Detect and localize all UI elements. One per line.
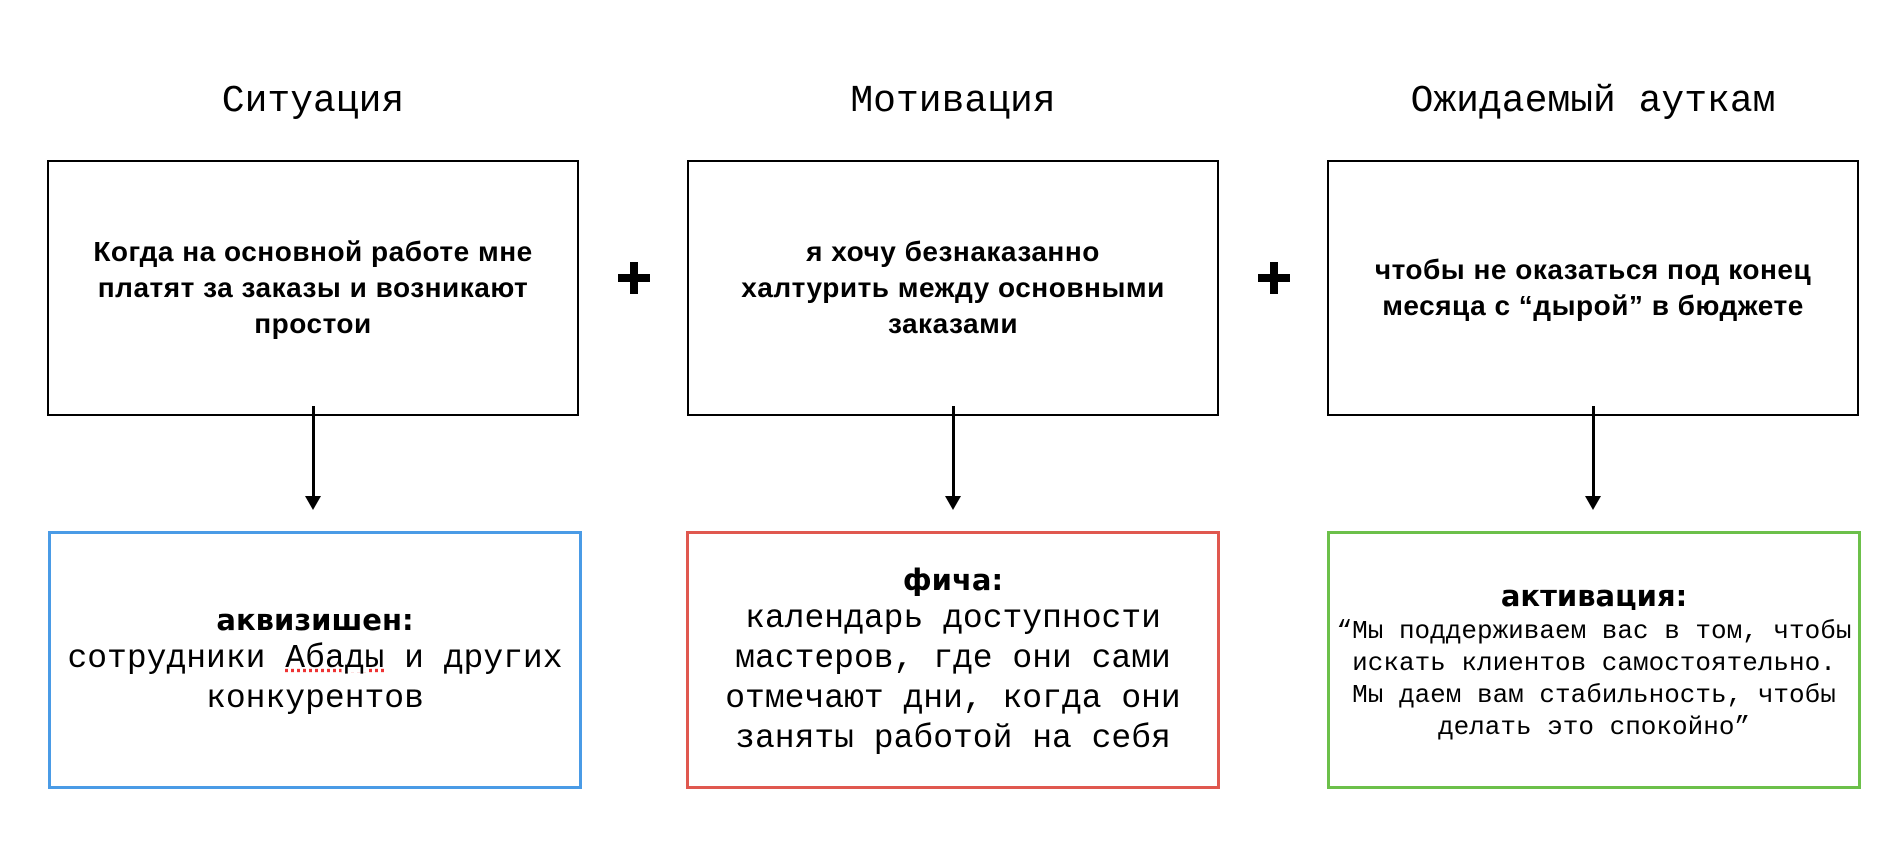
column-title-situation: Ситуация <box>221 80 405 123</box>
activation-text: “Мы поддерживаем вас в том, чтобы искать… <box>1336 616 1852 742</box>
motivation-box: я хочу безнаказанно халтурить между осно… <box>687 160 1219 416</box>
plus-icon <box>614 258 654 298</box>
column-title-motivation: Мотивация <box>850 80 1056 123</box>
arrow-head <box>1585 496 1601 510</box>
outcome-box: чтобы не оказаться под конец месяца с “д… <box>1327 160 1859 416</box>
motivation-text: я хочу безнаказанно халтурить между осно… <box>741 236 1165 339</box>
acquisition-box: аквизишен: сотрудники Абады и других кон… <box>48 531 582 789</box>
down-arrow-icon <box>303 406 323 512</box>
situation-text: Когда на основной работе мне платят за з… <box>93 236 533 339</box>
acquisition-title: аквизишен: <box>216 603 414 637</box>
arrow-head <box>305 496 321 510</box>
arrow-shaft <box>952 406 955 498</box>
acquisition-text-part: сотрудники <box>67 640 286 677</box>
situation-box: Когда на основной работе мне платят за з… <box>47 160 579 416</box>
arrow-head <box>945 496 961 510</box>
column-title-outcome: Ожидаемый ауткам <box>1410 80 1776 123</box>
arrow-shaft <box>1592 406 1595 498</box>
acquisition-competitor-name: Абады <box>285 640 385 677</box>
acquisition-text: сотрудники Абады и других конкурентов <box>51 639 579 719</box>
outcome-text: чтобы не оказаться под конец месяца с “д… <box>1374 254 1812 321</box>
feature-title: фича: <box>902 563 1004 597</box>
feature-box: фича: календарь доступности мастеров, гд… <box>686 531 1220 789</box>
down-arrow-icon <box>1583 406 1603 512</box>
down-arrow-icon <box>943 406 963 512</box>
feature-text: календарь доступности мастеров, где они … <box>725 600 1181 757</box>
acquisition-text-part: и других конкурентов <box>206 640 563 717</box>
activation-title: активация: <box>1500 579 1688 613</box>
arrow-shaft <box>312 406 315 498</box>
activation-box: активация: “Мы поддерживаем вас в том, ч… <box>1327 531 1861 789</box>
plus-icon <box>1254 258 1294 298</box>
